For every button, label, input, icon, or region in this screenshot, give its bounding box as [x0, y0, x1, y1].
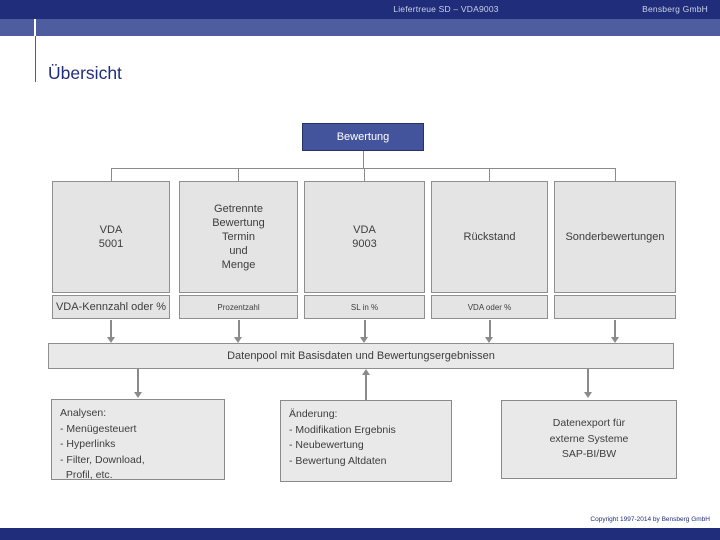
subnode-vda-kennzahl: VDA-Kennzahl oder % [52, 295, 170, 319]
subnode-sl-in-prozent: SL in % [304, 295, 425, 319]
subnode-empty [554, 295, 676, 319]
node-datenpool: Datenpool mit Basisdaten und Bewertungse… [48, 343, 674, 369]
node-getrennte-bewertung: Getrennte Bewertung Termin und Menge [179, 181, 298, 293]
connector-line [238, 168, 239, 181]
header-title: Liefertreue SD – VDA9003 [393, 4, 499, 14]
arrow-down-icon [583, 369, 592, 398]
connector-line [362, 151, 364, 168]
subnode-vda-oder-prozent: VDA oder % [431, 295, 548, 319]
subnode-prozentzahl: Prozentzahl [179, 295, 298, 319]
header-subbar [0, 19, 720, 36]
header-bar: Liefertreue SD – VDA9003 Bensberg GmbH [0, 0, 720, 19]
node-aenderung: Änderung: - Modifikation Ergebnis - Neub… [280, 400, 452, 482]
copyright-text: Copyright 1997-2014 by Bensberg GmbH [590, 516, 710, 523]
node-bewertung: Bewertung [302, 123, 424, 151]
arrow-down-icon [610, 320, 619, 343]
node-sonderbewertungen: Sonderbewertungen [554, 181, 676, 293]
node-datenexport: Datenexport für externe Systeme SAP-BI/B… [501, 400, 677, 479]
connector-line [489, 168, 490, 181]
arrow-down-icon [360, 320, 368, 343]
connector-line [110, 168, 112, 181]
header-company: Bensberg GmbH [642, 4, 708, 14]
connector-line [614, 168, 616, 181]
node-analysen: Analysen: - Menügesteuert - Hyperlinks -… [51, 399, 225, 481]
connector-line [364, 168, 365, 181]
arrow-down-icon [133, 369, 142, 398]
arrow-down-icon [485, 320, 493, 343]
arrow-down-icon [106, 320, 115, 343]
decorative-vertical-line-bottom [35, 36, 36, 82]
connector-line [110, 167, 615, 169]
page-title: Übersicht [48, 63, 122, 83]
node-vda5001: VDA 5001 [52, 181, 170, 293]
arrow-down-icon [234, 320, 242, 343]
decorative-vertical-line-top [34, 19, 36, 36]
arrow-up-icon [361, 369, 370, 400]
footer-bar [0, 528, 720, 540]
node-rueckstand: Rückstand [431, 181, 548, 293]
node-vda9003: VDA 9003 [304, 181, 425, 293]
